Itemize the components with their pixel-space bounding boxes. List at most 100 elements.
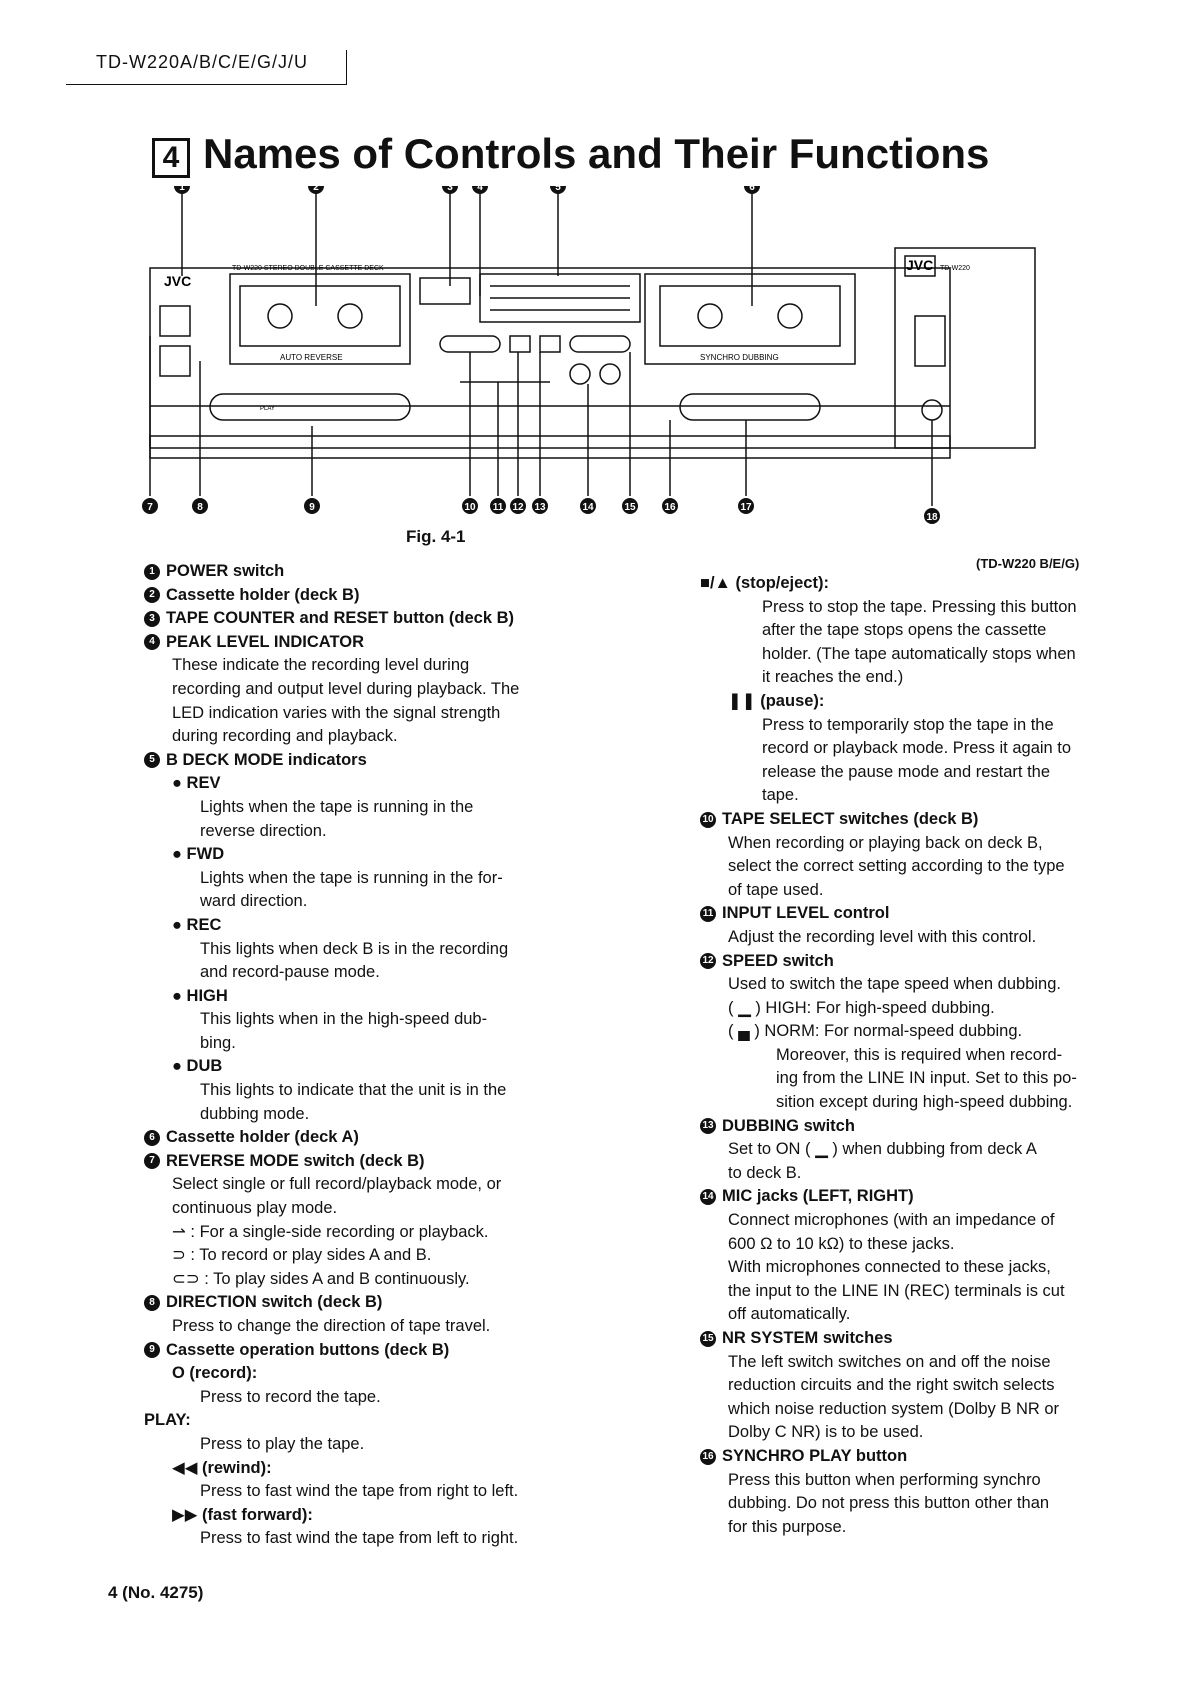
body-line: Lights when the tape is running in the f… (200, 868, 503, 887)
body-line: tape. (762, 786, 799, 805)
svg-text:6: 6 (749, 186, 755, 193)
front-panel-figure: JVC JVC TD-W220 STEREO DOUBLE CASSETTE D… (142, 186, 1036, 524)
body-line: Press to record the tape. (200, 1387, 381, 1406)
body-line: Adjust the recording level with this con… (728, 927, 1037, 946)
brand-logo-left: JVC (164, 273, 191, 289)
body-line: holder. (The tape automatically stops wh… (762, 644, 1076, 663)
auto-reverse-label: AUTO REVERSE (280, 353, 343, 362)
body-line: ⊂⊃ : To play sides A and B continuously. (172, 1269, 470, 1288)
svg-text:18: 18 (926, 512, 938, 523)
body-line: Press to fast wind the tape from right t… (200, 1482, 519, 1501)
deck-a-window (644, 273, 856, 365)
reverse-mode-switch (159, 305, 191, 337)
figure-caption: Fig. 4-1 (406, 527, 466, 546)
body-line: Press to change the direction of tape tr… (172, 1317, 491, 1335)
svg-text:11: 11 (493, 502, 504, 513)
callout-7 (142, 498, 158, 514)
sub-heading: ● REC (172, 915, 222, 934)
sub-heading: PLAY: (144, 1411, 191, 1430)
item-number-badge: 12 (700, 953, 716, 970)
body-line: Lights when the tape is running in the (200, 797, 474, 816)
body-line: This lights when in the high-speed dub- (200, 1010, 488, 1029)
callout-3 (442, 186, 458, 194)
item-number-badge: 10 (700, 811, 716, 828)
callout-15 (622, 498, 638, 514)
callout-18 (924, 508, 940, 524)
item-number-badge: 11 (700, 905, 716, 922)
sub-heading: ❚❚ (pause): (728, 691, 825, 710)
body-line: Press to temporarily stop the tape in th… (762, 715, 1054, 734)
sub-heading: ● HIGH (172, 986, 228, 1005)
body-line: and record-pause mode. (200, 963, 380, 982)
header-divider-horizontal (66, 84, 347, 85)
tape-select-switches (439, 335, 501, 353)
unit-body (149, 267, 951, 459)
body-line: sition except during high-speed dubbing. (776, 1093, 1073, 1112)
body-line: off automatically. (728, 1305, 851, 1324)
item-number-badge: 7 (144, 1153, 160, 1170)
body-line: to deck B. (728, 1163, 802, 1182)
sub-heading: ▶▶ (fast forward): (172, 1505, 313, 1524)
item-number-badge: 6 (144, 1129, 160, 1146)
body-line: dubbing. Do not press this button other … (728, 1494, 1050, 1513)
svg-text:8: 8 (197, 502, 203, 513)
synchro-dubbing-label: SYNCHRO DUBBING (700, 353, 779, 362)
body-line: during recording and playback. (172, 727, 398, 746)
body-line: ⊃ : To record or play sides A and B. (172, 1246, 432, 1265)
peak-level-display (479, 273, 641, 323)
section-number-box: 4 (152, 138, 190, 178)
item-number-badge: 13 (700, 1118, 716, 1135)
sub-heading: ● DUB (172, 1057, 223, 1076)
callout-2 (308, 186, 324, 194)
callout-17 (738, 498, 754, 514)
page-number-footer: 4 (No. 4275) (108, 1583, 204, 1602)
body-line: ward direction. (200, 892, 308, 911)
body-line: ⇀ : For a single-side recording or playb… (172, 1222, 489, 1241)
body-line: Press to fast wind the tape from left to… (200, 1529, 519, 1548)
body-line: ( ▄ ) NORM: For normal-speed dubbing. (728, 1022, 1023, 1041)
callout-11 (490, 498, 506, 514)
body-line: ing from the LINE IN input. Set to this … (776, 1069, 1077, 1088)
body-line: LED indication varies with the signal st… (172, 703, 501, 722)
sub-heading: ◀◀ (rewind): (172, 1458, 272, 1477)
body-line: bing. (200, 1033, 236, 1052)
body-line: Moreover, this is required when record- (776, 1045, 1063, 1064)
deck-b-buttons (209, 393, 411, 421)
item-number-badge: 14 (700, 1189, 716, 1206)
body-line: Select single or full record/playback mo… (172, 1175, 502, 1194)
sub-heading: ● FWD (172, 845, 225, 864)
direction-switch (159, 345, 191, 377)
item-number-badge: 3 (144, 610, 160, 627)
header-divider-vertical (346, 50, 347, 84)
svg-text:2: 2 (313, 186, 319, 193)
item-number-badge: 8 (144, 1295, 160, 1312)
item-number-badge: 16 (700, 1448, 716, 1465)
body-line: Set to ON ( ▁ ) when dubbing from deck A (728, 1140, 1037, 1159)
body-line: which noise reduction system (Dolby B NR… (728, 1399, 1060, 1418)
callout-6 (744, 186, 760, 194)
svg-text:12: 12 (512, 502, 524, 513)
body-line: Used to switch the tape speed when dubbi… (728, 975, 1061, 994)
svg-text:16: 16 (664, 502, 676, 513)
sub-heading: ■/▲ (stop/eject): (700, 574, 829, 592)
svg-text:15: 15 (624, 502, 636, 513)
body-line: record or playback mode. Press it again … (762, 739, 1072, 758)
play-button-label: PLAY (260, 406, 275, 412)
nr-system-switches (569, 335, 631, 353)
body-line: Dolby C NR) is to be used. (728, 1423, 924, 1442)
item-number-badge: 4 (144, 634, 160, 651)
body-line: When recording or playing back on deck B… (728, 833, 1043, 852)
body-line: Press to play the tape. (200, 1434, 365, 1453)
right-column: ■/▲ (stop/eject): Press to stop the tape… (700, 572, 1160, 1539)
svg-text:13: 13 (534, 502, 546, 513)
body-line: Press this button when performing synchr… (728, 1470, 1041, 1489)
callout-16 (662, 498, 678, 514)
